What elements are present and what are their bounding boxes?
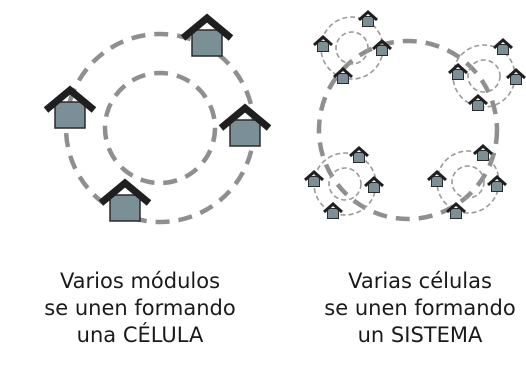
small-cell	[426, 144, 508, 220]
cell-caption: Varios módulos se unen formando una CÉLU…	[30, 268, 250, 349]
system-caption-line-3: un SISTEMA	[357, 323, 483, 347]
small-cell	[312, 10, 393, 85]
house-icon	[357, 10, 379, 28]
system-main-ring	[316, 38, 500, 222]
house-icon	[322, 202, 344, 220]
cell-inner-ring	[102, 70, 218, 186]
house-icon	[505, 68, 526, 86]
small-cell	[447, 38, 526, 112]
house-icon	[447, 63, 469, 81]
house-icon	[303, 170, 325, 188]
small-cell	[303, 146, 385, 220]
house-icon	[348, 146, 370, 164]
system-caption-line-2: se unen formando	[324, 296, 516, 320]
cell-caption-line-1: Varios módulos	[59, 269, 221, 293]
house-icon	[101, 183, 149, 221]
system-caption: Varias células se unen formando un SISTE…	[300, 268, 526, 349]
house-icon	[221, 108, 269, 146]
cell-caption-line-3: una CÉLULA	[76, 323, 204, 347]
system-caption-line-1: Varias células	[348, 269, 492, 293]
house-icon	[467, 94, 489, 112]
house-icon	[486, 175, 508, 193]
cell-caption-line-2: se unen formando	[44, 296, 236, 320]
house-icon	[332, 67, 354, 85]
house-icon	[492, 38, 514, 56]
system-diagram	[303, 10, 526, 222]
house-icon	[426, 170, 448, 188]
house-icon	[472, 144, 494, 162]
house-icon	[363, 176, 385, 194]
cell-diagram	[46, 18, 269, 222]
